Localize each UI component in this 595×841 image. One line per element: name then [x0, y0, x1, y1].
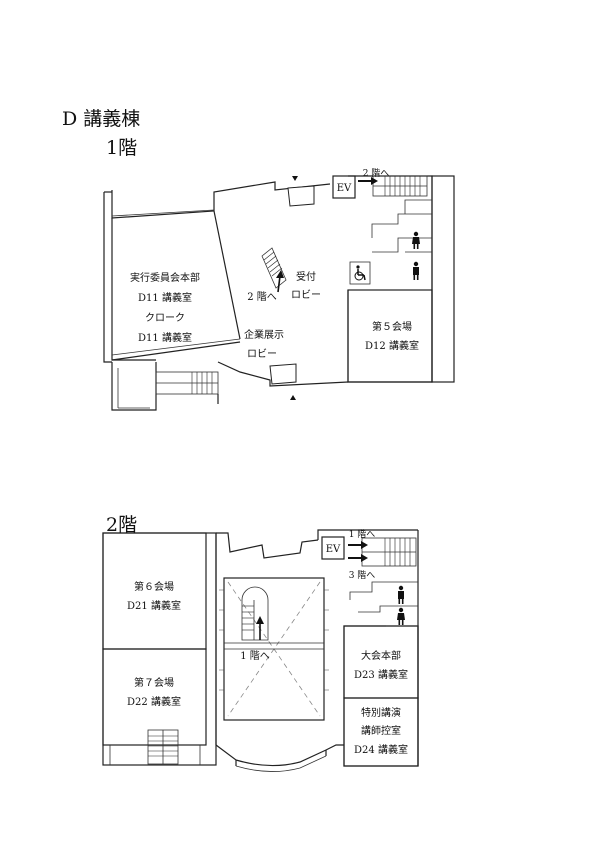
stairs-up-label-f1: 2 階へ [247, 291, 277, 303]
elevator-f2 [321, 536, 345, 560]
ev-label-f1: EV [337, 183, 352, 194]
exhibit-line-1: 企業展示 [244, 328, 284, 341]
conf-hq-line-1: 大会本部 [361, 649, 401, 662]
stairs-f2-top [361, 537, 417, 567]
floor1-title: 1階 [106, 137, 138, 159]
male-restroom-icon [413, 261, 419, 280]
hall5-line-2: D12 講義室 [365, 339, 419, 352]
hall6-line-1: 第６会場 [134, 580, 174, 593]
hall7-line-2: D22 講義室 [127, 695, 181, 708]
hq-line-2: D11 講義室 [138, 291, 192, 304]
arrow-icon [358, 177, 378, 185]
stairs-f2-spiral [241, 586, 269, 641]
stairs-f2-bottom [147, 729, 179, 765]
reception-line-1: 受付 [296, 270, 316, 283]
elevator-f1 [332, 175, 356, 199]
stairs-f1-bottom [155, 371, 219, 395]
speaker-line-2: 講師控室 [361, 724, 401, 737]
hq-line-1: 実行委員会本部 [130, 271, 200, 284]
stairs-down-label-top-f2: 1 階へ [349, 529, 376, 540]
stairs-up-label-top-f1: 2 階へ [363, 168, 390, 179]
conf-hq-line-2: D23 講義室 [354, 668, 408, 681]
stairs-down-label-f2: 1 階へ [240, 650, 270, 662]
exhibit-line-2: ロビー [247, 348, 277, 360]
hall5-room [347, 289, 433, 383]
stairs-f1-lobby [261, 247, 287, 293]
male-restroom-icon [398, 585, 404, 604]
building-title: D 講義棟 [62, 108, 141, 130]
speaker-line-1: 特別講演 [361, 706, 401, 719]
ev-label-f2: EV [326, 544, 341, 555]
wheelchair-icon [353, 265, 367, 281]
female-restroom-icon [397, 607, 405, 625]
stairs-f1-top [372, 175, 428, 197]
hall7-room [102, 648, 207, 746]
hq-line-4: D11 講義室 [138, 331, 192, 344]
reception-line-2: ロビー [291, 289, 321, 301]
floor2-title: 2階 [106, 514, 138, 536]
arrow-icon [348, 541, 368, 562]
female-restroom-icon [412, 231, 420, 249]
stairs-up-label-top-f2: 3 階へ [349, 570, 376, 581]
speaker-line-3: D24 講義室 [354, 743, 408, 756]
conf-hq-room [343, 625, 419, 699]
hall5-line-1: 第５会場 [372, 320, 412, 333]
hall7-line-1: 第７会場 [134, 676, 174, 689]
hall6-line-2: D21 講義室 [127, 599, 181, 612]
hq-line-3: クローク [145, 312, 185, 324]
